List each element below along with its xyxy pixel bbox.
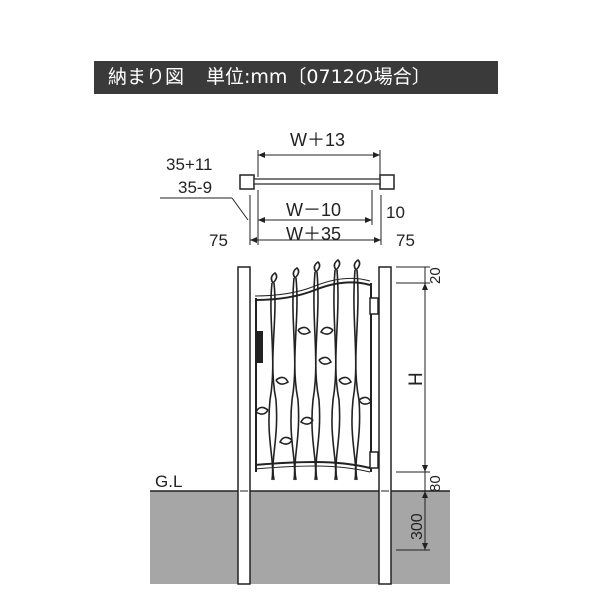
plan-right-post bbox=[379, 174, 395, 190]
plan-view bbox=[239, 174, 395, 190]
plan-left-post bbox=[239, 174, 255, 190]
dim-top-gap: 20 bbox=[427, 267, 444, 284]
diagram-title: 納まり図 bbox=[108, 66, 185, 88]
dim-post-right: 75 bbox=[396, 231, 415, 250]
ground-label: G.L bbox=[155, 472, 182, 491]
dim-inner-right: 10 bbox=[386, 203, 405, 222]
left-post bbox=[237, 266, 251, 585]
right-post bbox=[378, 266, 392, 585]
gate-handle bbox=[257, 331, 263, 363]
dim-inner-width: W－10 bbox=[286, 200, 341, 220]
unit-label: 単位:mm〔0712の場合〕 bbox=[206, 66, 431, 88]
dimension-lines bbox=[160, 150, 430, 551]
dim-post-left: 75 bbox=[209, 231, 228, 250]
dim-post-offset-a: 35+11 bbox=[166, 155, 212, 174]
dim-outer-width: W＋35 bbox=[286, 224, 341, 244]
plan-gate-leaf bbox=[253, 178, 381, 185]
ground-area bbox=[150, 491, 450, 584]
bottom-hinge bbox=[369, 451, 379, 469]
dim-foundation-depth: 300 bbox=[409, 513, 426, 540]
dim-post-offset-b: 35-9 bbox=[178, 178, 212, 197]
dim-height: H bbox=[406, 372, 427, 386]
dim-top-width: W＋13 bbox=[290, 130, 345, 150]
gate-vine-bars bbox=[254, 258, 373, 481]
top-hinge bbox=[369, 297, 379, 315]
diagram-title-bar: 納まり図単位:mm〔0712の場合〕 bbox=[94, 61, 498, 94]
dim-bottom-gap: 80 bbox=[427, 475, 444, 492]
